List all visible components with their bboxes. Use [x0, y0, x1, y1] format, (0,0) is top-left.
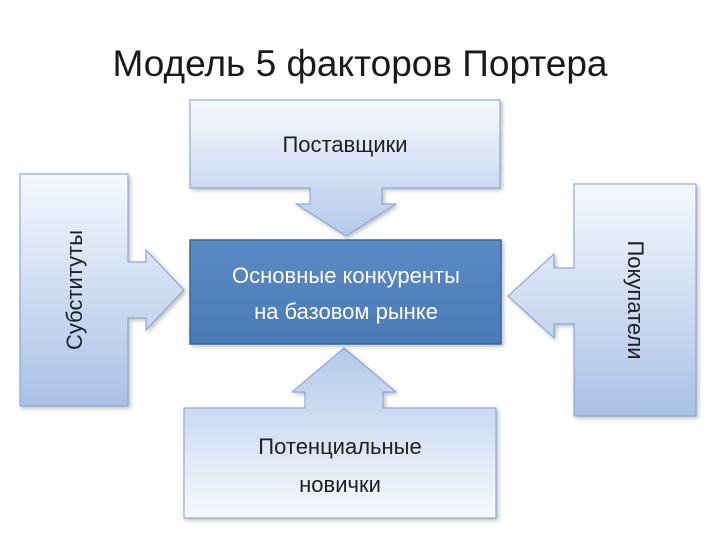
substitutes-label: Субституты	[62, 230, 87, 350]
industry-rivalry-box: Основные конкуренты на базовом рынке	[189, 239, 502, 345]
industry-rivalry-label-line1: Основные конкуренты	[232, 263, 460, 288]
buyers-callout: Покупатели	[507, 183, 697, 417]
buyers-label: Покупатели	[623, 240, 648, 359]
industry-rivalry-label-line2: на базовом рынке	[254, 299, 438, 324]
substitutes-callout: Субституты	[19, 173, 185, 407]
new-entrants-label-line1: Потенциальные	[258, 434, 421, 459]
suppliers-label: Поставщики	[282, 132, 407, 157]
suppliers-callout: Поставщики	[189, 99, 501, 237]
slide-title: Модель 5 факторов Портера	[112, 43, 608, 84]
new-entrants-callout: Потенциальные новички	[183, 347, 497, 519]
new-entrants-label-line2: новички	[299, 472, 381, 497]
